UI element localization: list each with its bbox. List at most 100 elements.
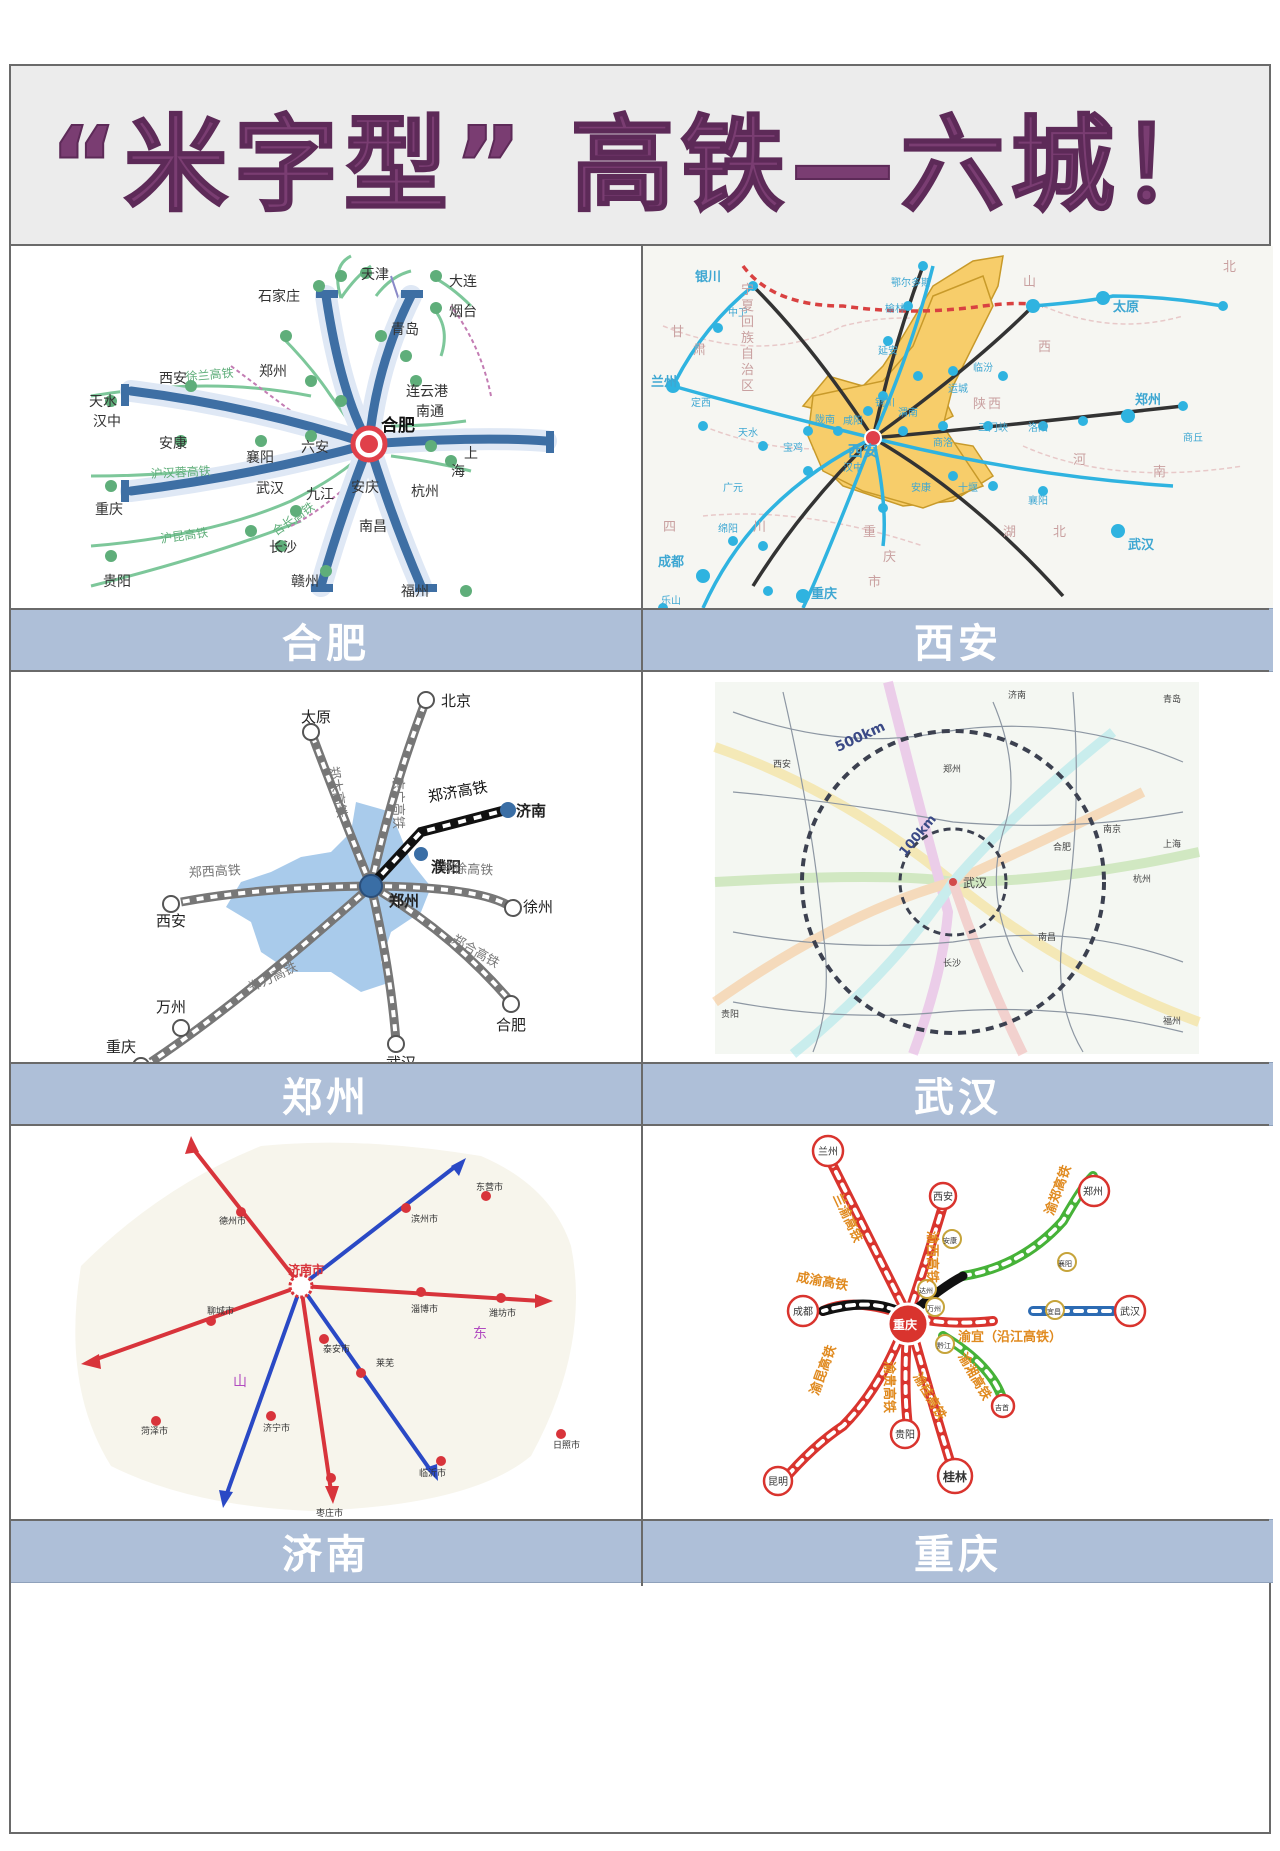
map-label: 青岛 xyxy=(1163,693,1181,705)
map-label: 鄂尔多斯 xyxy=(891,276,931,289)
map-label: 临沂市 xyxy=(419,1467,446,1479)
map-label: 泰安市 xyxy=(323,1343,350,1355)
map-label: 莱芜 xyxy=(376,1357,394,1369)
map-label: 襄阳 xyxy=(246,450,274,466)
region-label: 北 xyxy=(1223,260,1236,275)
region-label: 南 xyxy=(1153,464,1166,480)
map-label: 黔江 xyxy=(937,1341,951,1350)
map-label: 重庆 xyxy=(106,1038,136,1056)
line-label: 渝西高铁 xyxy=(924,1231,940,1283)
map-label: 银川 xyxy=(695,269,721,285)
map-label: 重庆 xyxy=(95,502,123,518)
label-bar-hefei: 合肥 xyxy=(11,608,641,672)
center-label: 济南市 xyxy=(288,1262,324,1277)
map-label: 定西 xyxy=(691,396,711,409)
city-label-chongqing: 重庆 xyxy=(914,1532,1002,1578)
map-label: 洛阳 xyxy=(1028,421,1048,434)
map-label: 菏泽市 xyxy=(141,1425,168,1437)
map-label: 十堰 xyxy=(958,481,978,494)
map-label: 榆林 xyxy=(885,302,905,315)
map-label: 郑州 xyxy=(1135,392,1161,408)
map-label: 石家庄 xyxy=(258,288,300,305)
region-label: 治 xyxy=(741,363,754,378)
map-label: 天水 xyxy=(738,427,758,439)
map-label: 武汉 xyxy=(1128,537,1155,553)
line-label: 郑徐高铁 xyxy=(441,860,494,879)
city-label-jinan: 济南 xyxy=(282,1532,370,1578)
city-label-hefei: 合肥 xyxy=(282,621,370,667)
map-label: 南京 xyxy=(1103,823,1121,835)
map-label: 万州 xyxy=(927,1305,941,1313)
poster: “米字型” 高铁—六城！ xyxy=(9,64,1273,1834)
vertical-divider xyxy=(641,246,643,1586)
map-label: 西安 xyxy=(933,1190,953,1203)
region-label: 夏 xyxy=(741,299,754,314)
map-label: 南昌 xyxy=(1038,931,1056,943)
region-label: 肃 xyxy=(693,343,706,358)
region-label: 重 xyxy=(863,524,876,540)
map-label: 武汉 xyxy=(386,1054,416,1062)
map-label: 广元 xyxy=(723,482,743,494)
map-label: 西安 xyxy=(156,912,186,930)
map-label: 万州 xyxy=(156,998,186,1016)
map-label: 德州市 xyxy=(219,1215,246,1227)
map-label: 铜川 xyxy=(875,397,895,409)
map-label: 上 xyxy=(464,446,478,462)
line-label: 京广高铁 xyxy=(390,777,406,829)
map-label: 宝鸡 xyxy=(783,441,803,454)
map-label: 贵阳 xyxy=(721,1008,739,1020)
map-label: 六安 xyxy=(301,440,329,456)
line-label: 郑西高铁 xyxy=(188,862,241,881)
map-label: 达州 xyxy=(919,1286,933,1295)
region-label: 回 xyxy=(741,315,754,330)
row-divider xyxy=(11,608,1269,610)
map-label: 天津 xyxy=(361,267,389,283)
map-label: 襄阳 xyxy=(1028,494,1048,507)
map-label: 兰州 xyxy=(651,374,677,390)
map-label: 济宁市 xyxy=(263,1422,290,1434)
map-label: 杭州 xyxy=(1133,873,1151,885)
map-label: 昆明 xyxy=(768,1476,788,1488)
map-label: 乐山 xyxy=(661,595,681,607)
map-label: 西安 xyxy=(773,758,791,770)
map-label: 襄阳 xyxy=(1058,1259,1072,1268)
map-label: 太原 xyxy=(301,708,331,726)
map-label: 绵阳 xyxy=(718,522,738,535)
row-divider xyxy=(11,670,1269,672)
label-bar-jinan: 济南 xyxy=(11,1519,641,1583)
region-label: 西 xyxy=(1038,340,1051,355)
map-label: 宜昌 xyxy=(1047,1307,1061,1316)
map-label: 延安 xyxy=(878,344,898,357)
map-label: 三门峡 xyxy=(978,421,1008,434)
map-label: 安庆 xyxy=(351,480,379,496)
city-label-wuhan: 武汉 xyxy=(914,1075,1002,1121)
map-label: 武汉 xyxy=(1120,1305,1140,1318)
line-label: 沪汉蓉高铁 xyxy=(150,463,211,481)
region-label: 四 xyxy=(663,520,676,535)
map-label: 聊城市 xyxy=(207,1305,234,1317)
map-jinan: 济南市 德州市 滨州市 东营市 聊城市 淄博市 潍坊市 泰安市 莱芜 济宁市 临… xyxy=(11,1126,641,1519)
center-label: 西安 xyxy=(848,442,878,460)
row-divider xyxy=(11,1062,1269,1064)
region-label: 甘 xyxy=(671,325,684,340)
map-label: 汉中 xyxy=(93,414,121,430)
map-label: 济南 xyxy=(1008,689,1026,701)
map-label: 北京 xyxy=(441,692,471,710)
line-label: 徐兰高铁 xyxy=(185,365,234,384)
region-label: 庆 xyxy=(883,550,896,565)
map-wuhan: 500km 100km 武汉 济南 青岛 西安 郑州 南京 合肥 上海 杭州 南… xyxy=(643,672,1273,1062)
map-label: 海 xyxy=(451,464,465,480)
line-label: 渝宜（沿江高铁） xyxy=(958,1329,1062,1345)
page-title: “米字型” 高铁—六城！ xyxy=(49,103,1231,227)
map-label: 成都 xyxy=(658,554,684,570)
map-label: 南昌 xyxy=(359,519,387,535)
map-label: 济南 xyxy=(516,802,546,820)
region-label: 陕 xyxy=(973,397,986,412)
map-label: 郑州 xyxy=(1083,1185,1103,1198)
map-label: 武汉 xyxy=(256,481,284,497)
province-label: 东 xyxy=(473,1326,487,1342)
map-label: 上海 xyxy=(1163,838,1181,850)
label-bar-xian: 西安 xyxy=(643,608,1273,672)
center-label: 合肥 xyxy=(381,415,415,436)
map-label: 西安 xyxy=(159,371,187,387)
